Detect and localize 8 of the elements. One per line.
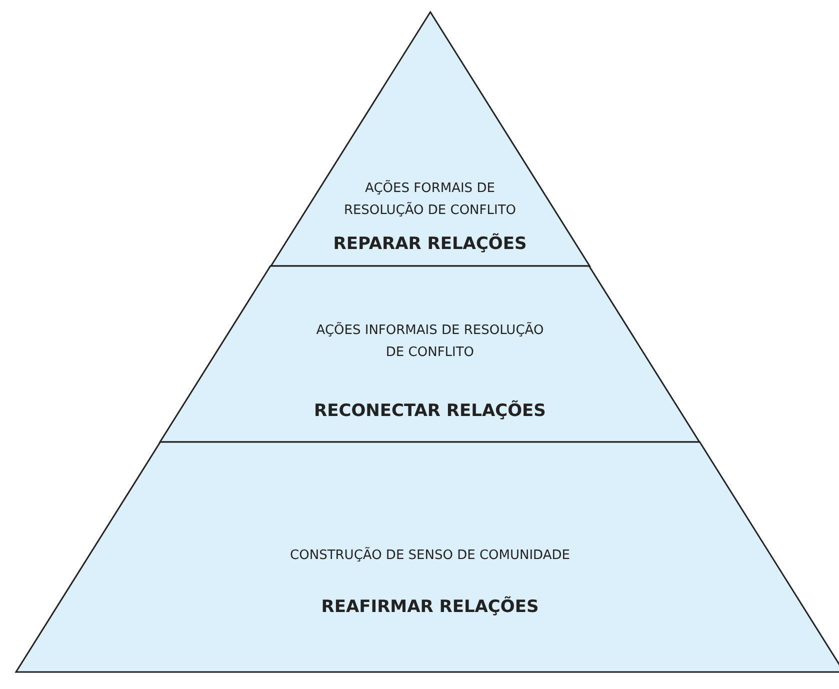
tier-title: REAFIRMAR RELAÇÕES [320,596,540,618]
tier-title: RECONECTAR RELAÇÕES [313,400,547,422]
pyramid-tier [270,12,590,266]
tier-title: REPARAR RELAÇÕES [332,233,528,255]
tier-description: AÇÕES INFORMAIS DE RESOLUÇÃO DE CONFLITO [315,321,545,362]
pyramid-tier [16,442,839,672]
tier-description: AÇÕES FORMAIS DE RESOLUÇÃO DE CONFLITO [342,179,518,220]
tier-description: CONSTRUÇÃO DE SENSO DE COMUNIDADE [289,546,571,565]
